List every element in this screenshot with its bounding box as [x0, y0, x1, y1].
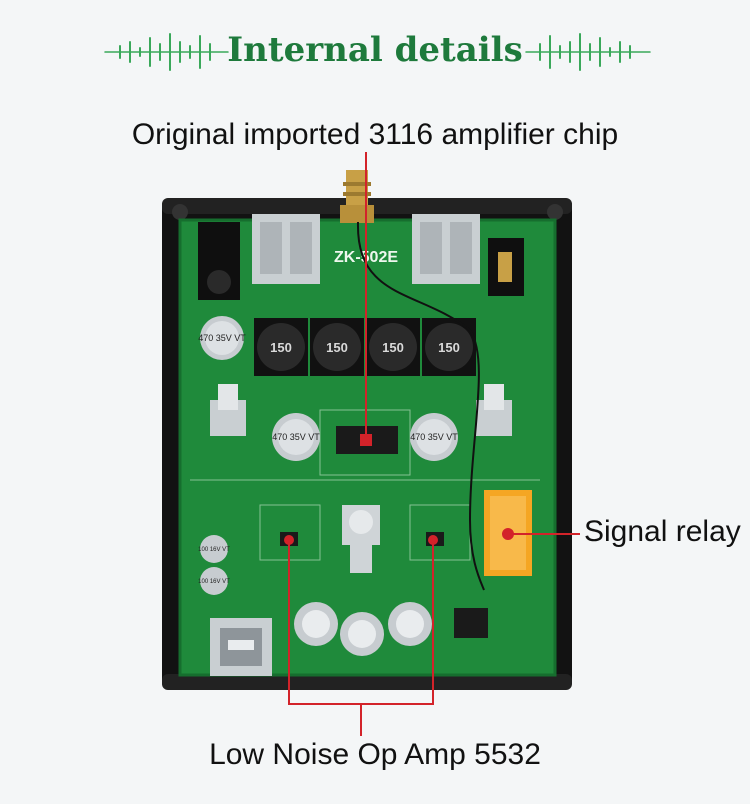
capacitor-3-marking: 470 35V VT: [410, 432, 458, 442]
waveform-left-icon: [104, 33, 229, 71]
inductor-3-marking: 150: [382, 340, 404, 355]
potentiometer-right: [476, 384, 512, 436]
rca-jacks: [294, 602, 432, 656]
callout-op-amp: Low Noise Op Amp 5532: [209, 738, 541, 771]
page-title: Internal details: [227, 30, 523, 70]
waveform-right-icon: [525, 33, 651, 71]
small-capacitor-2-marking: 100 16V VT: [198, 579, 230, 585]
rotary-switch: [342, 505, 380, 573]
audio-jack: [488, 238, 524, 296]
usb-port: [210, 618, 272, 676]
capacitor-2-marking: 470 35V VT: [272, 432, 320, 442]
antenna-connector: [340, 170, 374, 223]
inductor-4-marking: 150: [438, 340, 460, 355]
callout-signal-relay: Signal relay: [584, 515, 741, 548]
speaker-terminal-left: [252, 214, 320, 284]
small-capacitor-1-marking: 100 16V VT: [198, 547, 230, 553]
inductor-2-marking: 150: [326, 340, 348, 355]
antenna-wire: [356, 221, 485, 591]
inductor-1-marking: 150: [270, 340, 292, 355]
potentiometer-left: [210, 384, 246, 436]
callout-amplifier-chip: Original imported 3116 amplifier chip: [131, 118, 619, 151]
bluetooth-ic: [454, 608, 488, 638]
speaker-terminal-right: [412, 214, 480, 284]
capacitor-large-group: [200, 316, 458, 461]
capacitor-1-marking: 470 35V VT: [198, 333, 246, 343]
callout-leaders: [284, 152, 580, 736]
power-jack: [198, 222, 240, 300]
capacitor-small-group: [200, 535, 228, 595]
